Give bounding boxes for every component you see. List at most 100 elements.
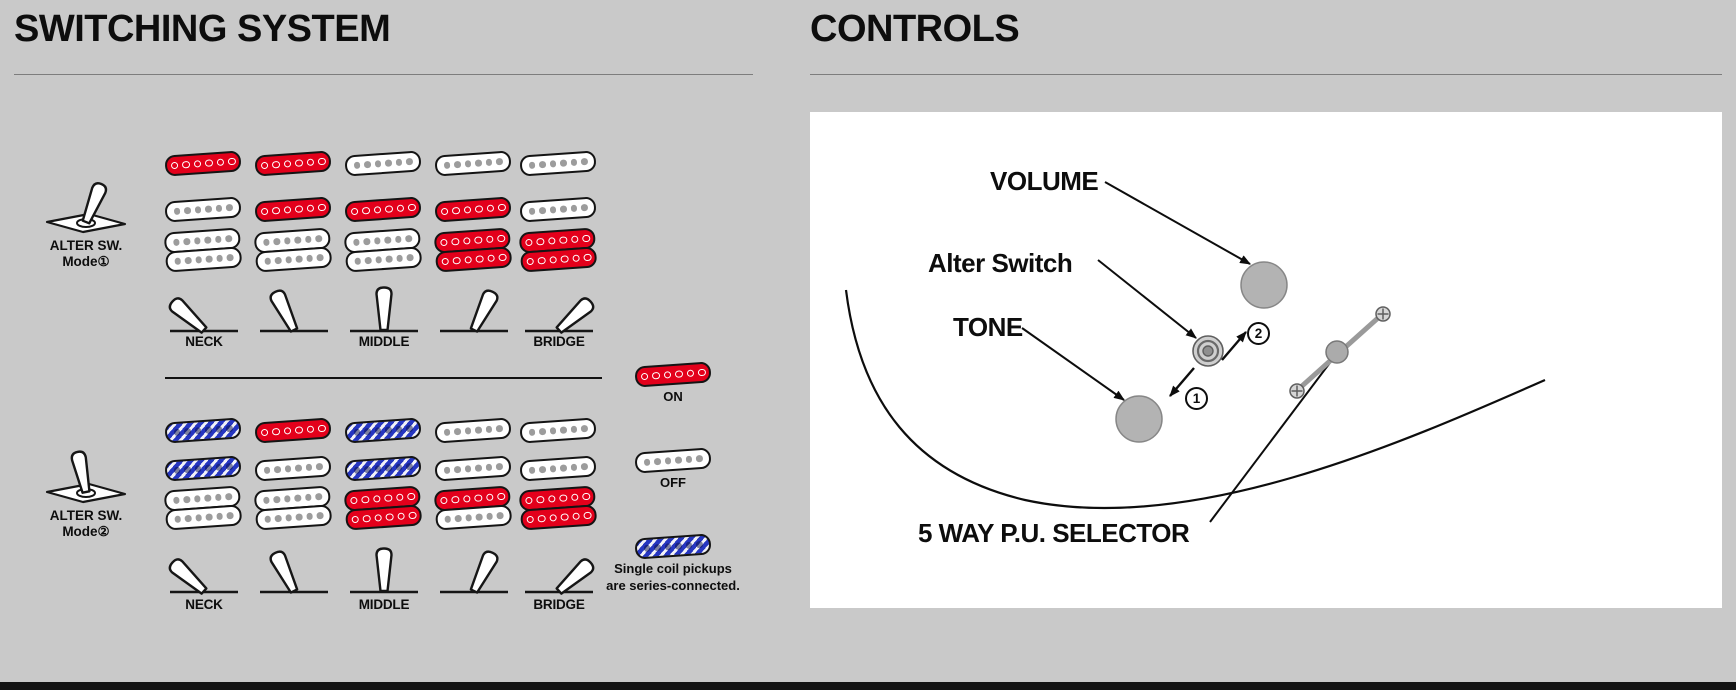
pole-dot [183,466,191,474]
pole-dot [174,257,181,265]
pole-dot [372,494,381,503]
pole-dot [570,158,578,166]
lever-position-icon [350,547,418,594]
pole-dot [173,207,181,215]
pickup-coil-series [344,417,422,444]
pole-dot [580,425,588,433]
pole-dot [525,515,534,524]
pole-dot [528,161,536,169]
pickup-coil-series [634,533,712,560]
middle-pickup-pos1 [164,455,242,482]
pole-dot [264,257,271,265]
bridge-pickup-pos1 [163,485,243,531]
pole-dot [559,464,567,472]
pole-dot [495,158,503,166]
pole-dot [215,204,223,212]
pole-dot [485,425,493,433]
pole-dot [453,428,461,436]
pickup-coil-off [435,504,513,531]
pole-dot [405,463,413,471]
pole-dot [524,238,533,247]
pole-dot [384,159,392,167]
pole-dot [306,204,315,213]
pole-dot [559,236,568,245]
pole-dot [350,515,359,524]
alter-switch-mode-1: ALTER SW. Mode① [36,176,136,270]
pole-dot [528,207,536,215]
pole-dot [537,514,546,523]
selector-lever-position-5 [520,543,598,597]
controls-panel: VOLUME Alter Switch TONE 5 WAY P.U. SELE… [810,112,1722,608]
pole-dot [173,466,181,474]
pole-dot [571,254,580,263]
mode-2-text: Mode② [62,524,110,540]
legend-label: ON [663,389,683,404]
pickup-coil-on [435,246,513,273]
bridge-pickup-pos5 [518,227,598,273]
mode-separator-line [165,377,602,379]
pole-dot [474,426,482,434]
pole-dot [464,514,472,522]
alter-switch-icon [41,446,131,506]
pole-dot [559,159,567,167]
position-label-neck: NECK [185,334,223,349]
bridge-pickup-pos5 [518,485,598,531]
pole-dot [653,458,661,466]
pole-dot [559,205,567,213]
pole-dot [274,515,282,523]
direction-2-arrow [1221,331,1247,361]
pickup-coil-on [344,196,422,223]
pole-dot [373,205,382,214]
pole-dot [444,515,451,523]
pickup-coil-on [254,417,332,444]
pole-dot [451,206,460,215]
selector-lever-position-5 [520,282,598,336]
pole-dot [560,255,569,264]
pickup-coil-off [254,455,332,482]
pole-dot [294,159,303,168]
pole-dot [580,204,588,212]
position-label-middle: MIDDLE [358,597,410,612]
pole-dot [524,496,533,505]
pole-dot [580,158,588,166]
pole-dot [451,495,460,504]
pole-dot [498,253,507,262]
pole-dot [640,372,649,381]
pole-dot [216,158,225,167]
pole-dot [260,428,269,437]
pole-dot [295,513,303,521]
pole-dot [462,236,471,245]
guitar-body-outline [844,289,1546,510]
pole-dot [454,515,462,523]
lever-position-icon [440,289,508,333]
middle-pickup-pos1 [164,196,242,223]
middle-pickup-pos2 [254,196,332,223]
pole-dot [315,493,322,501]
pole-dot [294,236,302,244]
pickup-coil-series [164,417,242,444]
pole-dot [396,204,405,213]
pole-dot [316,254,324,262]
legend-item-on: ON [595,361,751,406]
pole-dot [283,495,291,503]
pole-dot [204,464,212,472]
direction-2-badge: 2 [1247,322,1270,345]
alter-switch-knob [1192,335,1224,367]
lever-position-icon [260,550,328,594]
pole-dot [227,157,236,166]
pole-dot [295,255,303,263]
neck-pickup-pos5 [519,417,597,444]
pole-dot [384,464,392,472]
lever-position-icon [168,297,238,334]
controls-diagram [844,181,1546,523]
pole-dot [262,238,270,246]
pole-dot [406,254,414,262]
position-label-bridge: BRIDGE [533,597,585,612]
tone-knob [1115,395,1163,443]
middle-pickup-pos3 [344,196,422,223]
bridge-pickup-pos1 [163,227,243,273]
pickup-coil-off [519,417,597,444]
pole-dot [352,238,360,246]
pole-dot [184,257,192,265]
pickup-selector-lever [1299,315,1381,389]
